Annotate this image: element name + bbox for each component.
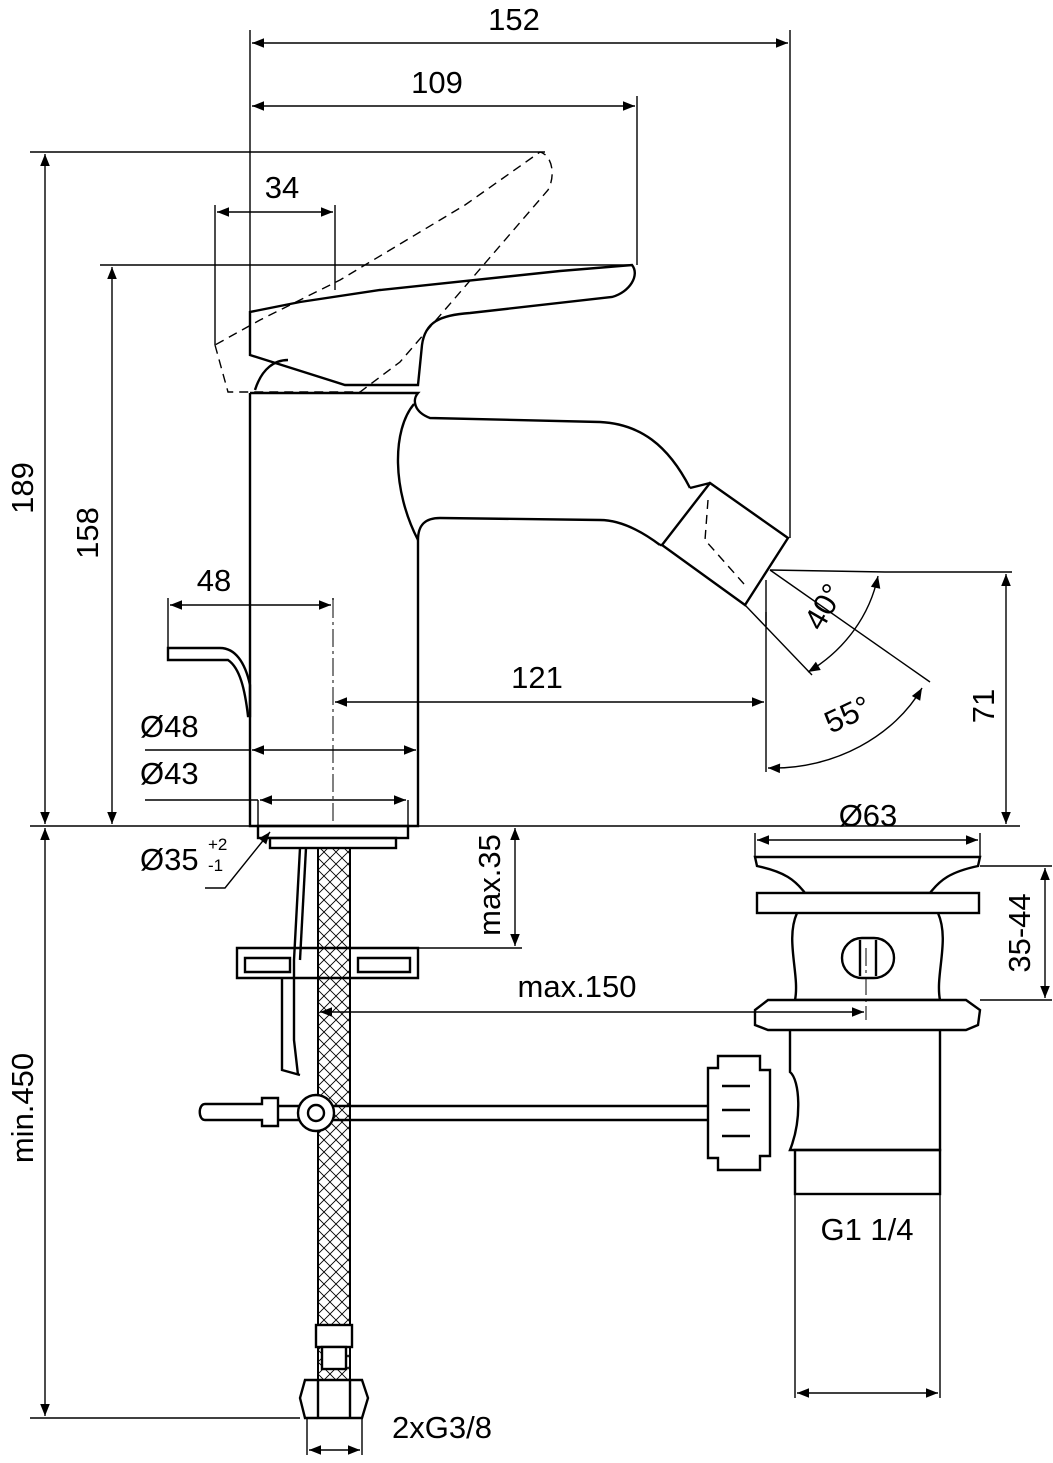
dim-tilt-angle: 55° [819,689,876,741]
dim-popup-offset: 48 [197,563,231,598]
dim-outlet-height: 71 [966,689,1001,723]
dim-min-length: min.450 [5,1053,40,1163]
dim-lever-offset: 34 [265,170,299,205]
popup-waste [706,855,982,1196]
center-lines [332,600,867,1020]
dim-hose-thread: 2xG3/8 [392,1410,492,1445]
dim-swivel-angle: 40° [797,578,851,636]
dimension-labels: 152 109 34 189 158 48 Ø48 Ø43 Ø35 +2 -1 … [5,2,1037,1445]
dimension-lines [30,30,1052,1455]
dim-hole-tol-upper: +2 [208,835,227,854]
lever-handle [214,151,636,393]
dim-body-diameter: Ø48 [140,709,199,744]
dim-total-height: 189 [5,462,40,514]
dim-base-diameter: Ø43 [140,756,199,791]
faucet-body [248,391,790,850]
dim-spout-projection: 121 [511,660,563,695]
dim-rod-length: max.150 [518,969,637,1004]
dim-deck-thickness: max.35 [472,834,507,936]
underdeck-assembly [198,847,720,1420]
dim-waste-thread: G1 1/4 [820,1212,913,1247]
popup-rod-knob [166,646,252,718]
dim-hole-tol-lower: -1 [208,856,223,875]
dim-spout-height: 158 [70,507,105,559]
dim-hole-diameter: Ø35 [140,842,199,877]
dim-waste-range: 35-44 [1002,893,1037,972]
dim-waste-diameter: Ø63 [839,798,898,833]
dim-total-width: 152 [488,2,540,37]
dim-spout-reach: 109 [411,65,463,100]
